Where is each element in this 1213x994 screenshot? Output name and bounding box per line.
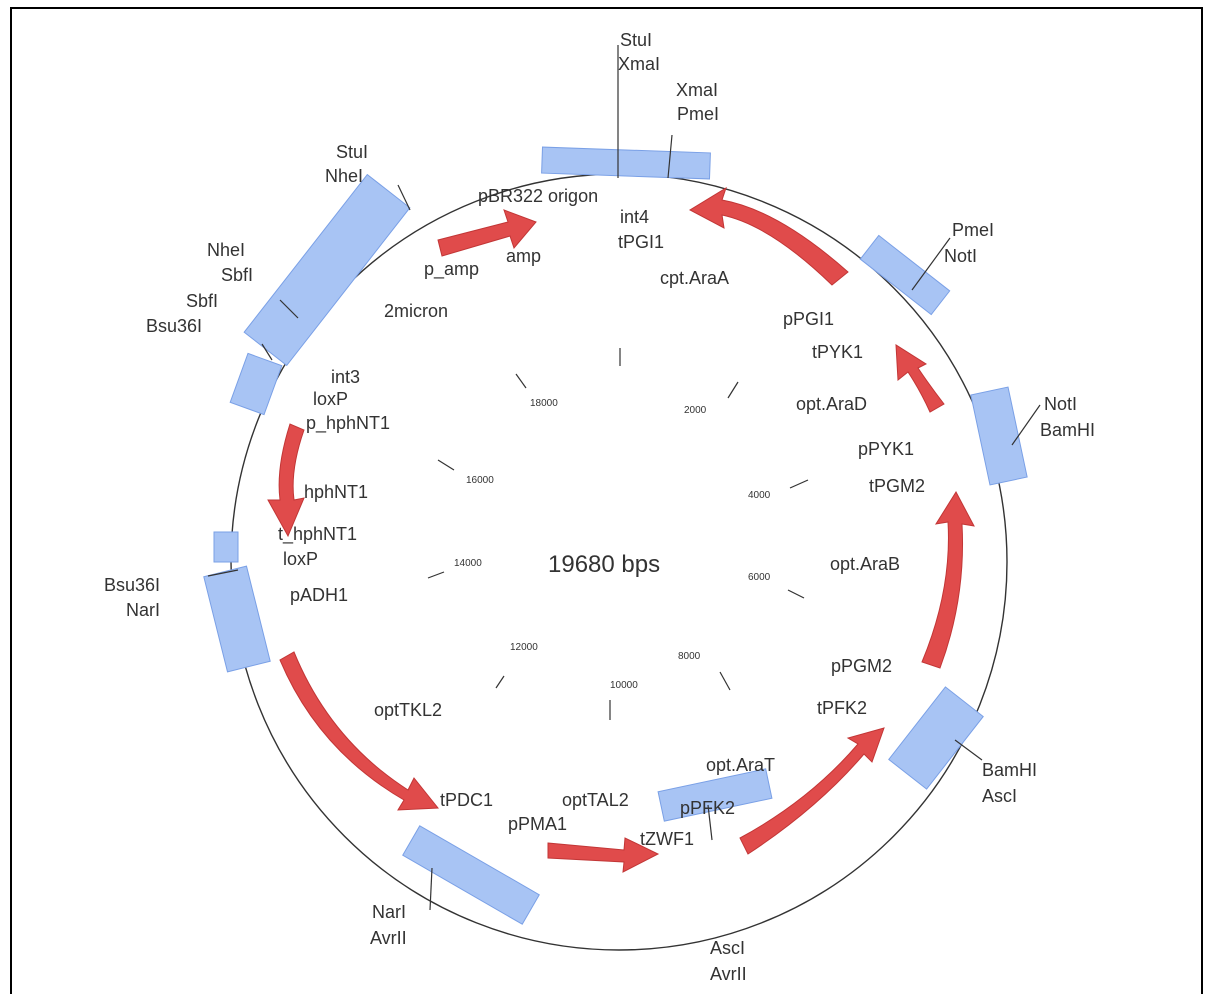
enzyme-label: SbfI [221, 265, 253, 285]
enzyme-label: NotI [1044, 394, 1077, 414]
feature-label: 2micron [384, 301, 448, 321]
site-block-nw [243, 173, 411, 367]
arrow-TAL2 [547, 837, 660, 873]
feature-label: tPYK1 [812, 342, 863, 362]
enzyme-label: XmaI [676, 80, 718, 100]
site-block-top [541, 146, 711, 180]
enzyme-label: AscI [710, 938, 745, 958]
tick-label-8000: 8000 [678, 651, 701, 662]
site-block-sw [402, 825, 540, 925]
scale-tick-labels: 2000 4000 6000 8000 10000 12000 14000 16… [454, 398, 771, 691]
plasmid-size-label: 19680 bps [548, 551, 660, 578]
feature-labels: pBR322 origon int4 tPGI1 cpt.AraA p_amp … [278, 186, 925, 849]
feature-label: opt.AraB [830, 554, 900, 574]
feature-label: pPMA1 [508, 814, 567, 834]
tick-label-6000: 6000 [748, 572, 771, 583]
enzyme-label: Bsu36I [104, 575, 160, 595]
figure-frame [10, 7, 1203, 994]
tick-label-14000: 14000 [454, 558, 482, 569]
feature-label: p_amp [424, 259, 479, 280]
site-block-s [657, 768, 773, 822]
feature-label: pPFK2 [680, 798, 735, 818]
enzyme-label: NheI [207, 240, 245, 260]
feature-label: int4 [620, 207, 649, 227]
feature-label: int3 [331, 367, 360, 387]
enzyme-label: NarI [126, 600, 160, 620]
feature-label: hphNT1 [304, 482, 368, 502]
feature-label: loxP [313, 389, 348, 409]
tick-label-12000: 12000 [510, 642, 538, 653]
enzyme-label: BamHI [1040, 420, 1095, 440]
enzyme-label: NotI [944, 246, 977, 266]
enzyme-label: NheI [325, 166, 363, 186]
feature-label: t_hphNT1 [278, 524, 357, 545]
scale-tick-marks [427, 348, 809, 720]
enzyme-label: BamHI [982, 760, 1037, 780]
site-block-nw-lower [229, 352, 283, 416]
feature-label: tPDC1 [440, 790, 493, 810]
enzyme-label: AvrII [710, 964, 747, 984]
enzyme-label: StuI [336, 142, 368, 162]
feature-label: optTAL2 [562, 790, 629, 810]
feature-label: pPYK1 [858, 439, 914, 459]
site-block-se [888, 686, 984, 790]
arrow-araA [688, 186, 849, 286]
feature-label: opt.AraT [706, 755, 775, 775]
feature-label: pPGI1 [783, 309, 834, 329]
restriction-site-blocks [203, 146, 1028, 925]
enzyme-label: StuI [620, 30, 652, 50]
site-block-w [203, 565, 271, 673]
feature-label: tPGI1 [618, 232, 664, 252]
feature-label: amp [506, 246, 541, 266]
arrow-TKL2 [279, 651, 440, 811]
tick-label-16000: 16000 [466, 475, 494, 486]
feature-label: loxP [283, 549, 318, 569]
feature-label: tPGM2 [869, 476, 925, 496]
cut-site-lines [207, 45, 1041, 911]
arrow-araT [739, 727, 885, 855]
site-block-w-small [213, 531, 239, 563]
feature-label: pPGM2 [831, 656, 892, 676]
restriction-enzyme-labels: StuI XmaI XmaI PmeI PmeI NotI NotI BamHI… [104, 30, 1095, 984]
feature-label: cpt.AraA [660, 268, 729, 288]
feature-label: p_hphNT1 [306, 413, 390, 434]
enzyme-label: AvrII [370, 928, 407, 948]
tick-label-18000: 18000 [530, 398, 558, 409]
enzyme-label: NarI [372, 902, 406, 922]
feature-label: opt.AraD [796, 394, 867, 414]
enzyme-label: XmaI [618, 54, 660, 74]
feature-label: tZWF1 [640, 829, 694, 849]
arrow-araB [921, 490, 975, 669]
feature-label: tPFK2 [817, 698, 867, 718]
tick-label-4000: 4000 [748, 490, 771, 501]
feature-arrows [267, 186, 975, 873]
enzyme-label: SbfI [186, 291, 218, 311]
enzyme-label: PmeI [952, 220, 994, 240]
feature-label: pBR322 origon [478, 186, 598, 206]
arrow-hphNT1 [267, 423, 305, 538]
enzyme-label: PmeI [677, 104, 719, 124]
site-block-ne [859, 234, 951, 316]
tick-label-2000: 2000 [684, 405, 707, 416]
site-block-e [970, 386, 1028, 486]
arrow-araD [895, 344, 945, 413]
feature-label: pADH1 [290, 585, 348, 605]
arrow-amp [437, 209, 537, 257]
enzyme-label: AscI [982, 786, 1017, 806]
tick-label-10000: 10000 [610, 680, 638, 691]
feature-label: optTKL2 [374, 700, 442, 720]
enzyme-label: Bsu36I [146, 316, 202, 336]
